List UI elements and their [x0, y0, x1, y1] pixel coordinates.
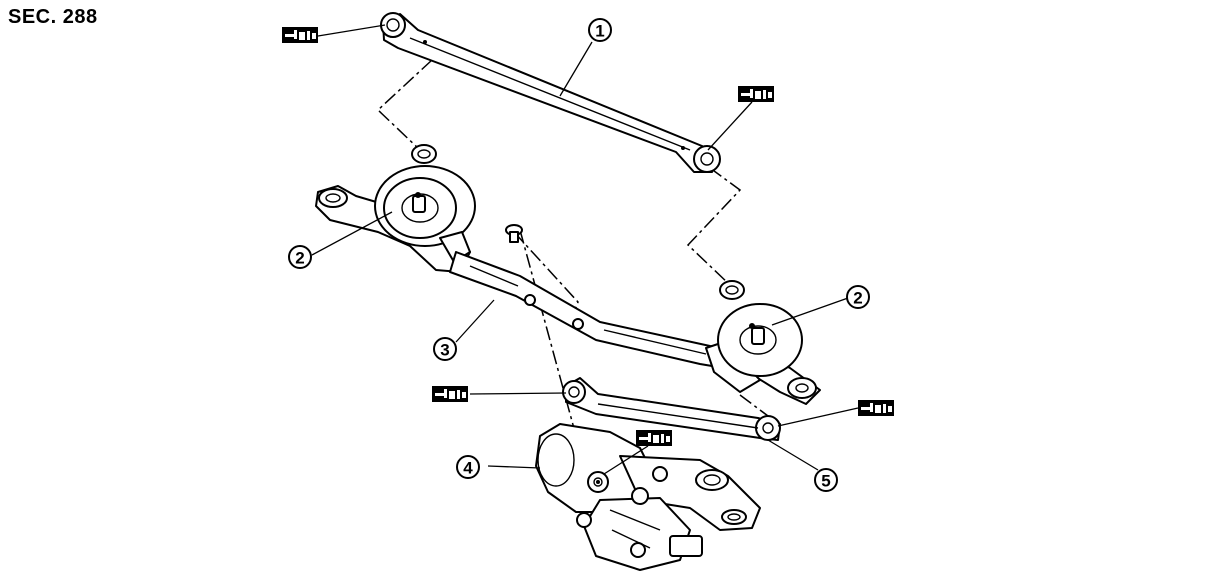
pivot-left — [315, 144, 476, 273]
grease-apply-icon — [636, 430, 672, 446]
connecting-rod-1 — [380, 12, 721, 173]
callout-number: 3 — [440, 341, 449, 360]
callout-number: 4 — [463, 459, 473, 478]
callout-number: 2 — [295, 249, 304, 268]
callout-2-right: 2 — [846, 285, 870, 309]
callout-2-left: 2 — [288, 245, 312, 269]
callout-3: 3 — [433, 337, 457, 361]
grease-apply-icon — [432, 386, 468, 402]
callout-1: 1 — [588, 18, 612, 42]
callout-number: 2 — [853, 289, 862, 308]
mounting-bolt — [505, 224, 523, 243]
callout-number: 1 — [595, 22, 604, 41]
section-label: SEC. 288 — [8, 6, 98, 28]
grease-apply-icon — [858, 400, 894, 416]
grease-apply-icon — [282, 27, 318, 43]
grease-apply-icon — [738, 86, 774, 102]
leader-lines — [311, 24, 859, 475]
callout-4: 4 — [456, 455, 480, 479]
connecting-rod-5 — [562, 377, 781, 441]
callout-5: 5 — [814, 468, 838, 492]
wiper-motor-4 — [535, 423, 761, 571]
callout-number: 5 — [821, 472, 830, 491]
